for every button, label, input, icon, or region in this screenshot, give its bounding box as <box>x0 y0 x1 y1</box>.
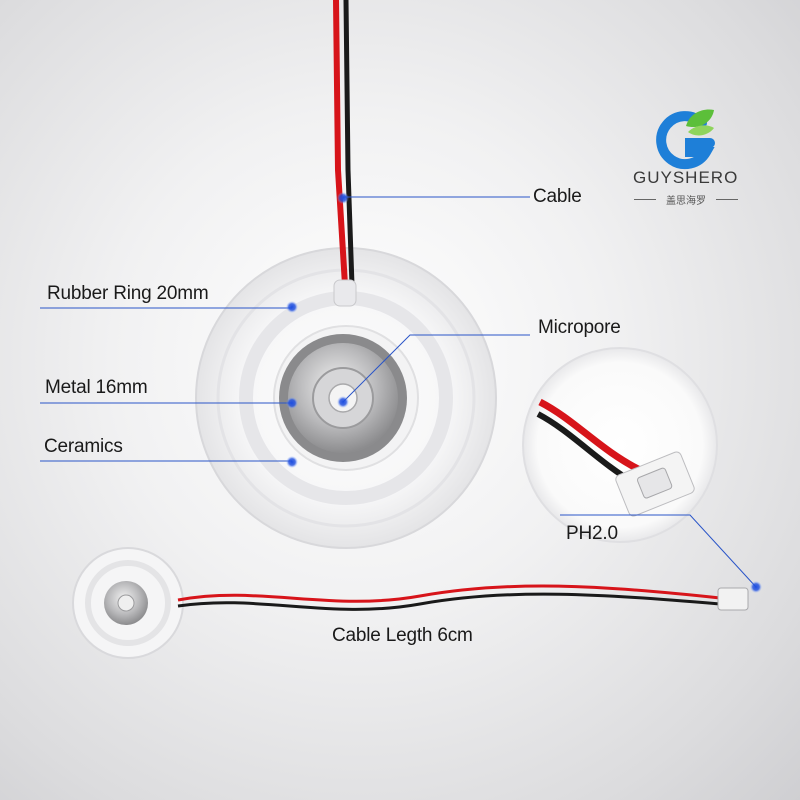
brand-subtitle-text: 盖思海罗 <box>666 196 706 207</box>
main-cable <box>333 0 357 307</box>
label-metal: Metal 16mm <box>45 377 148 398</box>
label-rubber-ring: Rubber Ring 20mm <box>47 283 209 304</box>
label-ph20: PH2.0 <box>566 523 618 544</box>
callout-markers <box>286 192 762 593</box>
label-ceramics: Ceramics <box>44 436 123 457</box>
label-cable-length: Cable Legth 6cm <box>332 625 473 646</box>
leader-lines <box>40 196 757 588</box>
label-cable: Cable <box>533 186 582 207</box>
brand-subtitle: 盖思海罗 <box>634 192 738 207</box>
brand-name: GUYSHERO <box>633 168 739 187</box>
brand-logo-icon <box>656 109 715 170</box>
bottom-component <box>72 547 749 659</box>
label-micropore: Micropore <box>538 317 621 338</box>
connector-closeup <box>522 347 718 543</box>
